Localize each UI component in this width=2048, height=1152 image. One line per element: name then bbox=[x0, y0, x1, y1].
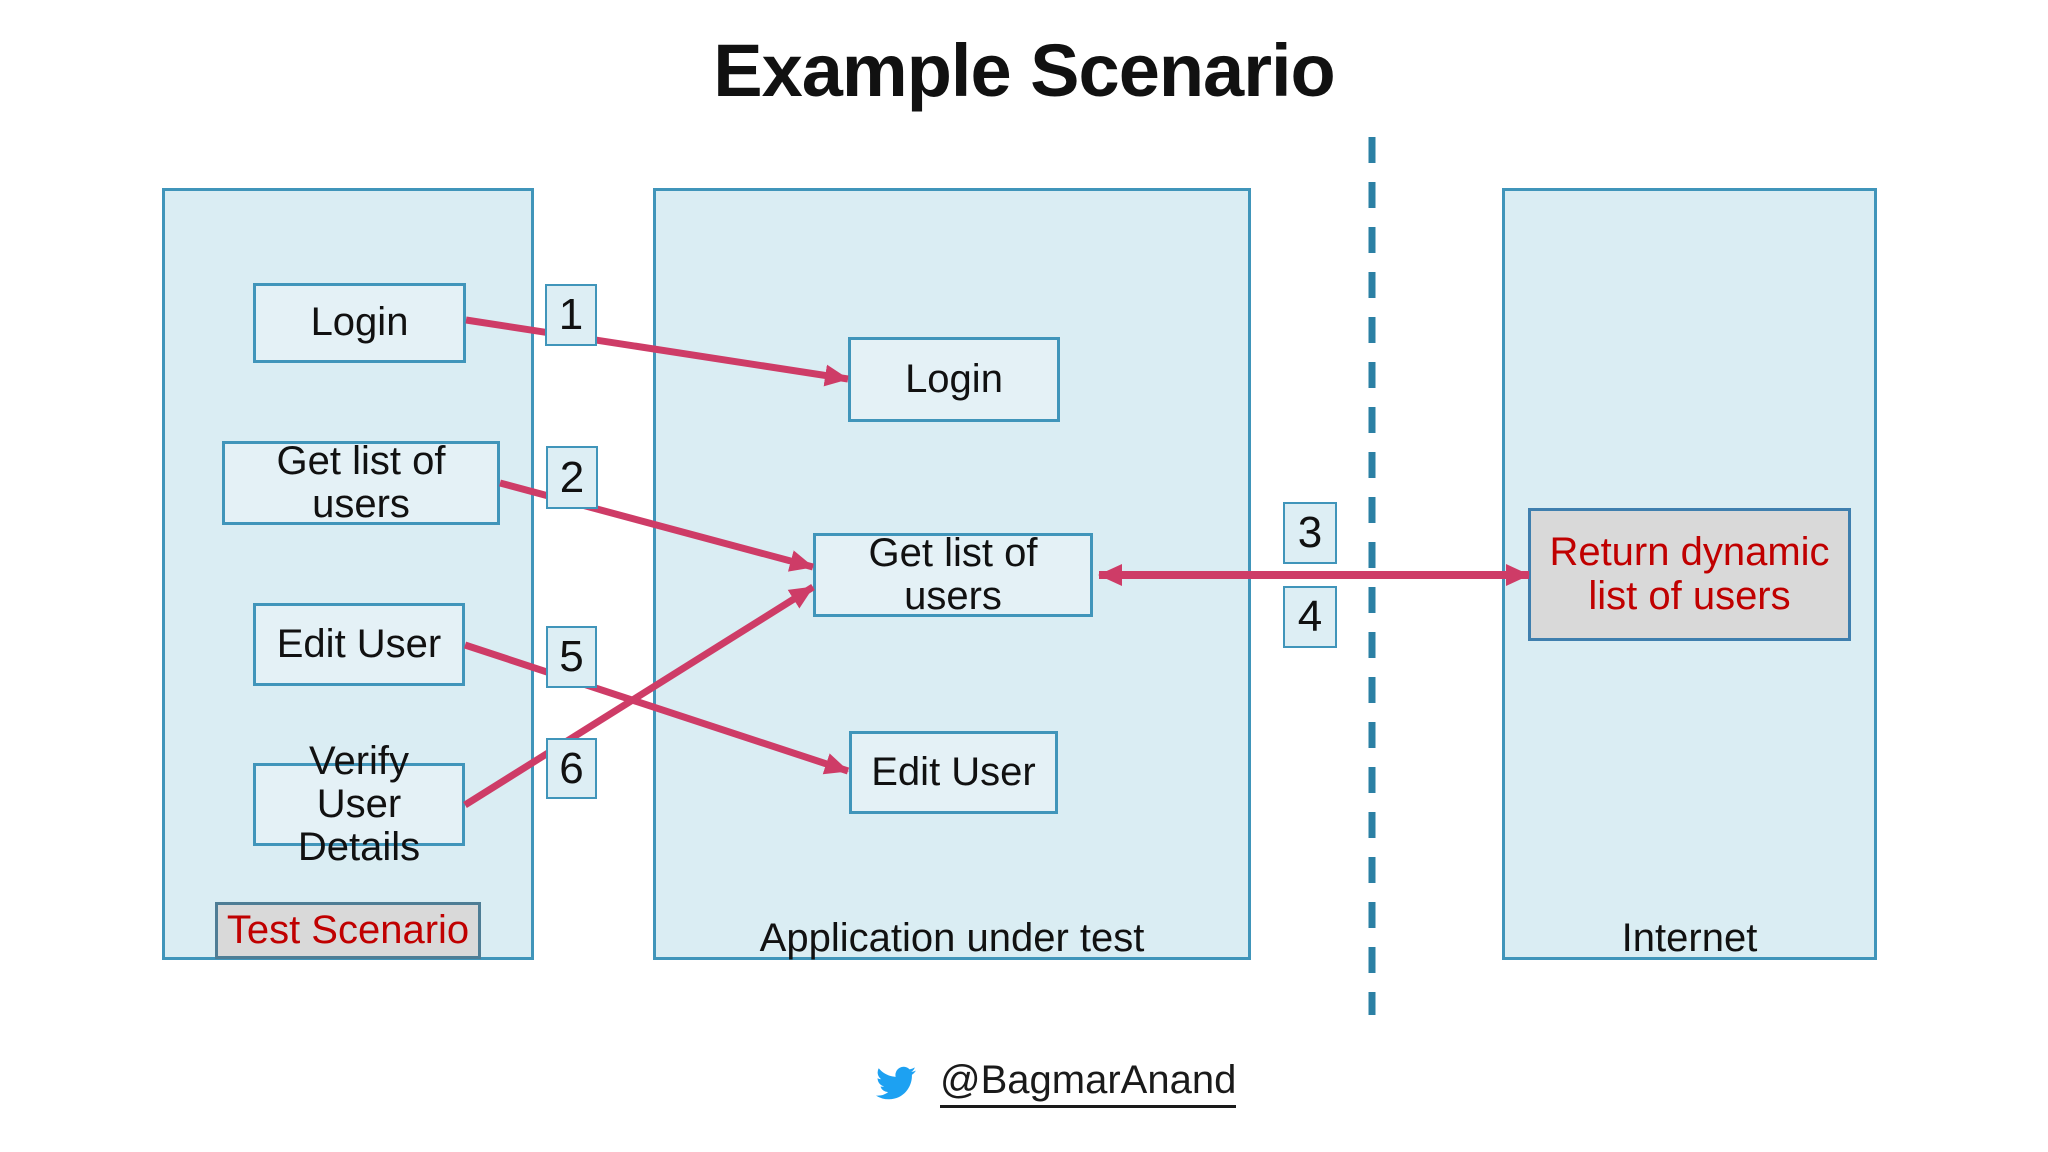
application-edit-user-box: Edit User bbox=[849, 731, 1058, 814]
step-badge-4: 4 bbox=[1283, 586, 1337, 648]
attribution-footer: @BagmarAnand bbox=[872, 1058, 1237, 1108]
step-badge-5: 5 bbox=[546, 626, 597, 688]
application-panel-label: Application under test bbox=[759, 916, 1145, 960]
test-scenario-panel-label: Test Scenario bbox=[215, 902, 481, 959]
step-badge-1: 1 bbox=[545, 284, 597, 346]
step-badge-6: 6 bbox=[546, 738, 597, 799]
twitter-bird-icon bbox=[876, 1066, 916, 1100]
internet-panel-label: Internet bbox=[1621, 916, 1758, 960]
application-get-list-box: Get list of users bbox=[813, 531, 1093, 618]
test-scenario-get-list-box: Get list of users bbox=[222, 439, 500, 526]
internet-return-dynamic-list-box: Return dynamic list of users bbox=[1528, 508, 1851, 641]
step-badge-2: 2 bbox=[546, 446, 598, 509]
test-scenario-verify-user-details-box: Verify User Details bbox=[253, 739, 465, 869]
test-scenario-edit-user-box: Edit User bbox=[253, 603, 465, 686]
application-login-box: Login bbox=[848, 337, 1060, 422]
page-title: Example Scenario bbox=[713, 29, 1336, 112]
step-badge-3: 3 bbox=[1283, 502, 1337, 564]
test-scenario-login-box: Login bbox=[253, 283, 466, 363]
twitter-handle-link[interactable]: @BagmarAnand bbox=[940, 1058, 1237, 1108]
